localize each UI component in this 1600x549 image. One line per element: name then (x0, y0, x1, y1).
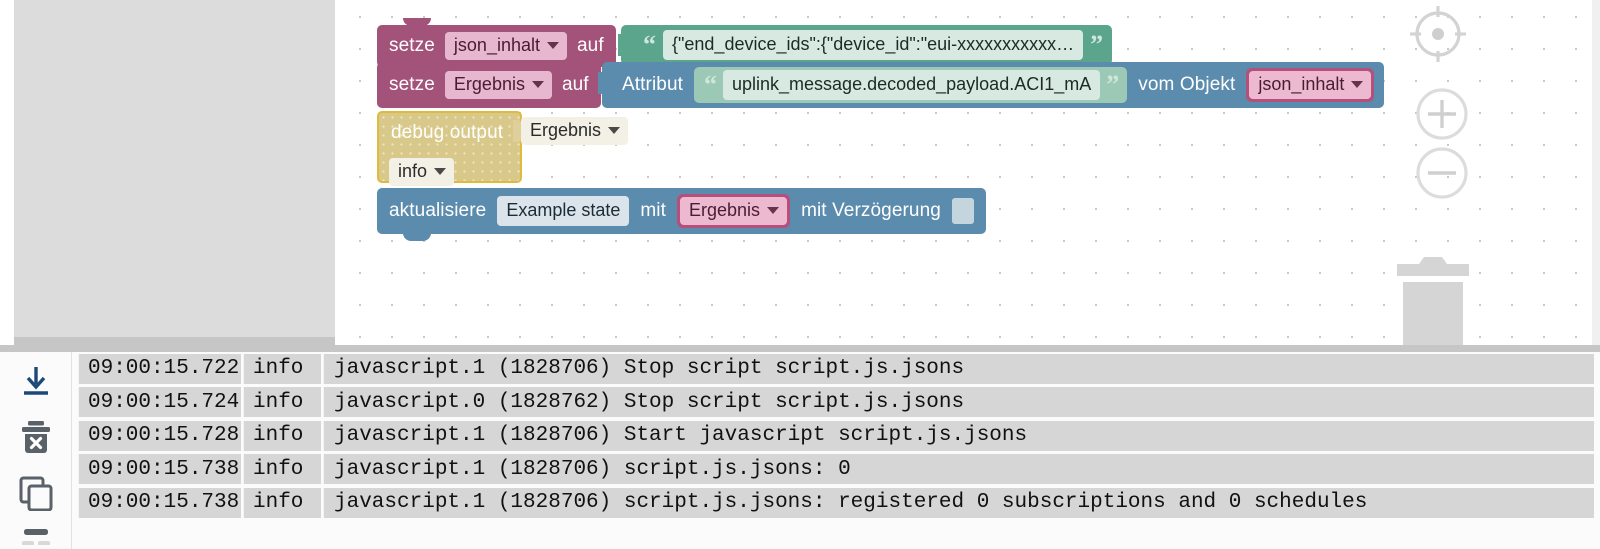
zoom-out-icon[interactable] (1413, 144, 1471, 202)
debug-value-nub (513, 120, 524, 142)
log-row[interactable]: 09:00:15.722 info javascript.1 (1828706)… (72, 352, 1600, 386)
trash-icon[interactable] (1393, 252, 1473, 345)
chevron-down-icon (531, 81, 544, 88)
log-row[interactable]: 09:00:15.738 info javascript.1 (1828706)… (72, 486, 1600, 520)
block-notch-top (403, 18, 431, 26)
canvas-right-edge (1592, 0, 1600, 345)
log-time: 09:00:15.738 (78, 487, 241, 518)
chevron-down-icon (546, 42, 559, 49)
log-message: javascript.1 (1828706) Stop script scrip… (323, 353, 1594, 384)
debug-severity-label: info (398, 161, 428, 181)
block-notch-bottom (403, 233, 431, 241)
object-variable-plug[interactable]: json_inhalt (1246, 68, 1375, 102)
quote-close-icon: ” (1090, 30, 1104, 59)
set-connector-label-2: auf (561, 74, 589, 95)
blockly-toolbox[interactable] (14, 0, 335, 337)
debug-value-label: Ergebnis (530, 120, 602, 140)
editor-top-area: setze json_inhalt auf “ {"end_device_ids… (0, 0, 1600, 345)
log-message: javascript.1 (1828706) Start javascript … (323, 420, 1594, 451)
log-message: javascript.1 (1828706) script.js.jsons: … (323, 454, 1594, 485)
log-panel-divider[interactable] (0, 345, 1600, 352)
attribute-path-wrapper[interactable]: “ uplink_message.decoded_payload.ACI1_mA… (694, 67, 1128, 103)
set-connector-label: auf (576, 35, 604, 56)
log-toolbar (0, 352, 72, 549)
log-rows-container[interactable]: 09:00:15.722 info javascript.1 (1828706)… (72, 352, 1600, 549)
state-name-field[interactable]: Example state (497, 196, 630, 226)
object-variable-dropdown[interactable]: json_inhalt (1249, 71, 1372, 99)
center-workspace-icon[interactable] (1407, 3, 1469, 65)
update-delay-label: mit Verzögerung (801, 200, 941, 221)
block-debug-output[interactable]: debug output info (377, 111, 522, 186)
debug-output-label: debug output (391, 122, 504, 143)
log-row[interactable]: 09:00:15.728 info javascript.1 (1828706)… (72, 419, 1600, 453)
debug-value-dropdown[interactable]: Ergebnis (521, 117, 629, 145)
set-keyword-label-2: setze (389, 74, 435, 95)
log-severity: info (243, 387, 321, 418)
update-value-dropdown[interactable]: Ergebnis (680, 197, 788, 225)
debug-severity-dropdown[interactable]: info (389, 158, 455, 186)
attribute-from-label: vom Objekt (1138, 74, 1236, 95)
blockly-workspace-canvas[interactable]: setze json_inhalt auf “ {"end_device_ids… (335, 0, 1600, 345)
chevron-down-icon (767, 207, 780, 214)
quote-open-icon: “ (643, 30, 656, 59)
log-row[interactable]: 09:00:15.724 info javascript.0 (1828762)… (72, 386, 1600, 420)
update-label: aktualisiere (389, 200, 487, 221)
log-time: 09:00:15.724 (78, 387, 241, 418)
log-severity: info (243, 353, 321, 384)
chevron-down-icon (608, 127, 621, 134)
delay-checkbox[interactable] (951, 198, 974, 224)
variable-dropdown-label: json_inhalt (453, 35, 540, 55)
log-time: 09:00:15.728 (78, 420, 241, 451)
update-value-plug[interactable]: Ergebnis (677, 194, 791, 228)
log-row[interactable]: 09:00:15.738 info javascript.1 (1828706)… (72, 453, 1600, 487)
block-set-ergebnis[interactable]: setze Ergebnis auf (377, 62, 601, 108)
quote-close-icon: ” (1106, 70, 1120, 99)
log-panel: 09:00:15.722 info javascript.1 (1828706)… (0, 352, 1600, 549)
block-update-state[interactable]: aktualisiere Example state mit Ergebnis … (377, 188, 986, 241)
variable-dropdown-json-inhalt[interactable]: json_inhalt (444, 32, 567, 60)
log-time: 09:00:15.722 (78, 353, 241, 384)
log-message: javascript.1 (1828706) script.js.jsons: … (323, 487, 1594, 518)
block-text-json-string[interactable]: “ {"end_device_ids":{"device_id":"eui-xx… (621, 25, 1113, 65)
attribute-path-field[interactable]: uplink_message.decoded_payload.ACI1_mA (723, 70, 1101, 100)
toolbox-bottom-edge (14, 337, 335, 345)
update-with-label: mit (640, 200, 667, 221)
set-keyword-label: setze (389, 35, 435, 56)
quote-open-icon: “ (704, 70, 717, 99)
object-variable-label: json_inhalt (1258, 74, 1345, 94)
update-value-label: Ergebnis (689, 200, 761, 220)
log-severity: info (243, 420, 321, 451)
copy-log-icon[interactable] (14, 471, 58, 515)
variable-dropdown-ergebnis[interactable]: Ergebnis (444, 71, 552, 99)
text-field-json-string[interactable]: {"end_device_ids":{"device_id":"eui-xxxx… (663, 30, 1084, 60)
block-set-json-inhalt[interactable]: setze json_inhalt auf (377, 18, 616, 67)
variable-dropdown-label-2: Ergebnis (453, 74, 525, 94)
zoom-in-icon[interactable] (1413, 85, 1471, 143)
log-time: 09:00:15.738 (78, 454, 241, 485)
chevron-down-icon (434, 168, 447, 175)
attribute-label: Attribut (622, 74, 683, 95)
log-severity: info (243, 487, 321, 518)
log-message: javascript.0 (1828762) Stop script scrip… (323, 387, 1594, 418)
log-severity: info (243, 454, 321, 485)
download-log-icon[interactable] (14, 359, 58, 403)
clear-log-icon[interactable] (14, 415, 58, 459)
left-gutter (0, 0, 14, 337)
list-log-icon[interactable] (14, 527, 58, 545)
chevron-down-icon (1351, 81, 1364, 88)
block-attribute[interactable]: Attribut “ uplink_message.decoded_payloa… (602, 62, 1385, 108)
